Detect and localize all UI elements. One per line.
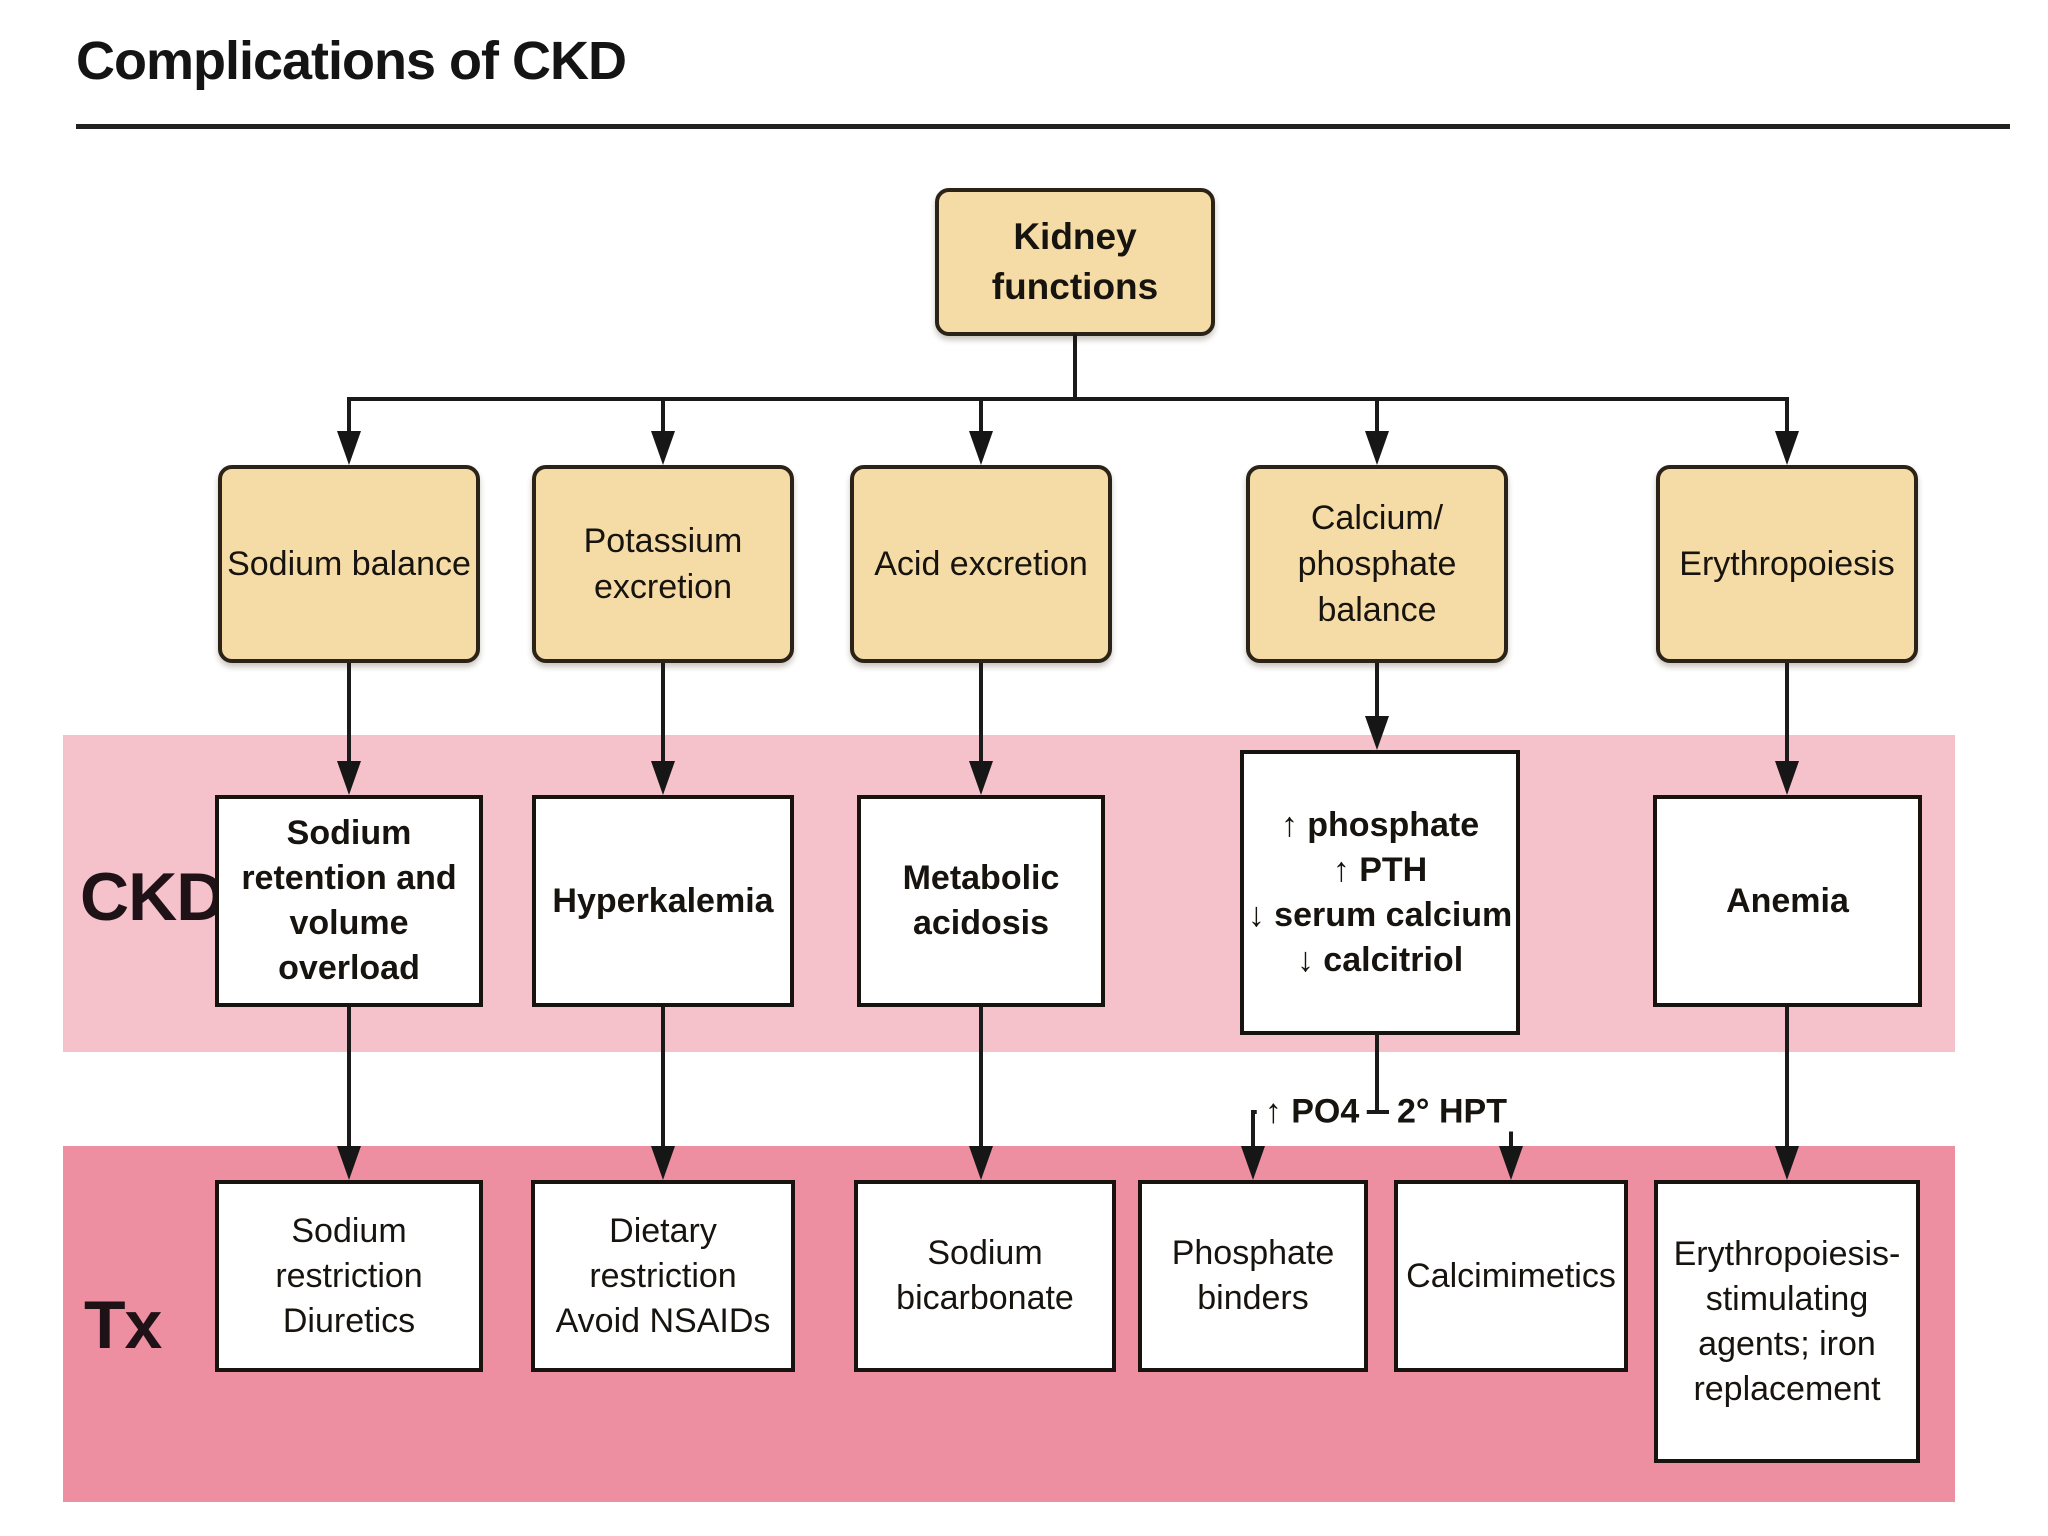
connector-fn-ckd-1	[347, 663, 351, 765]
arrowhead-down-icon	[337, 761, 361, 795]
text-line: Calcimimetics	[1406, 1256, 1616, 1295]
function-box-sodium-balance: Sodium balance	[218, 465, 480, 663]
text-line: Sodium balance	[227, 545, 471, 583]
text-line: Metabolic	[902, 859, 1060, 897]
ckd-box-hyperkalemia: Hyperkalemia	[532, 795, 794, 1007]
text-line: ↓ calcitriol	[1296, 940, 1464, 979]
page-title: Complications of CKD	[76, 31, 627, 91]
text-line: retention and	[241, 859, 457, 897]
connector-drop-1	[347, 399, 351, 435]
text-line: binders	[1197, 1279, 1309, 1317]
tx-box-phosphate-binders: Phosphate binders	[1138, 1180, 1368, 1372]
connector-split-bar	[1251, 1110, 1513, 1114]
arrowhead-down-icon	[651, 431, 675, 465]
tx-box-calcimimetics: Calcimimetics	[1394, 1180, 1628, 1372]
arrowhead-down-icon	[337, 1146, 361, 1180]
arrowhead-down-icon	[969, 1146, 993, 1180]
ckd-row-label: CKD	[80, 859, 225, 935]
arrowhead-down-icon	[651, 1146, 675, 1180]
function-box-acid-excretion: Acid excretion	[850, 465, 1112, 663]
arrowhead-down-icon	[1775, 761, 1799, 795]
arrowhead-down-icon	[1365, 716, 1389, 750]
ckd-box-anemia: Anemia	[1653, 795, 1922, 1007]
text-line: Erythropoiesis-	[1673, 1234, 1901, 1273]
text-line: restriction	[589, 1256, 737, 1295]
connector-drop-5	[1785, 399, 1789, 435]
text-line: Anemia	[1726, 881, 1849, 920]
connector-drop-4	[1375, 399, 1379, 435]
connector-split-left	[1251, 1110, 1255, 1148]
text-line: balance	[1317, 591, 1437, 629]
text-line: functions	[991, 266, 1159, 307]
text-line: acidosis	[912, 904, 1050, 942]
tx-row-label: Tx	[84, 1287, 162, 1363]
connector-drop-3	[979, 399, 983, 435]
arrowhead-down-icon	[969, 761, 993, 795]
text-line: excretion	[594, 568, 732, 606]
text-line: ↑ PTH	[1332, 850, 1428, 889]
connector-fn-ckd-5	[1785, 663, 1789, 765]
tx-box-sodium-restriction: Sodium restriction Diuretics	[215, 1180, 483, 1372]
arrowhead-down-icon	[337, 431, 361, 465]
ckd-box-metabolic-acidosis: Metabolic acidosis	[857, 795, 1105, 1007]
tx-box-dietary-restriction: Dietary restriction Avoid NSAIDs	[531, 1180, 795, 1372]
text-line: Sodium	[291, 1211, 407, 1250]
hpt-branch-label: 2° HPT	[1389, 1092, 1515, 1132]
text-line: Sodium	[286, 814, 412, 852]
text-line: Potassium	[583, 522, 743, 560]
text-line: replacement	[1693, 1369, 1881, 1408]
tx-box-esa-iron: Erythropoiesis- stimulating agents; iron…	[1654, 1180, 1920, 1463]
text-line: Calcium/	[1310, 499, 1444, 537]
ckd-box-sodium-retention: Sodium retention and volume overload	[215, 795, 483, 1007]
connector-ckd-tx-1	[347, 1007, 351, 1150]
text-line: ↑ phosphate	[1280, 805, 1480, 844]
text-line: Phosphate	[1171, 1234, 1335, 1272]
po4-branch-label: ↑ PO4	[1256, 1092, 1368, 1132]
text-line: Erythropoiesis	[1679, 545, 1895, 583]
connector-ckd-tx-3	[979, 1007, 983, 1150]
text-line: volume overload	[278, 904, 420, 987]
text-line: restriction	[275, 1256, 423, 1295]
text-line: ↓ serum calcium	[1247, 895, 1513, 934]
text-line: agents; iron	[1698, 1324, 1876, 1363]
kidney-functions-box: Kidney functions	[935, 188, 1215, 336]
tx-box-sodium-bicarbonate: Sodium bicarbonate	[854, 1180, 1116, 1372]
title-underline	[76, 124, 2010, 129]
arrowhead-down-icon	[1365, 431, 1389, 465]
text-line: Diuretics	[282, 1301, 416, 1340]
connector-root-stem	[1073, 334, 1077, 400]
text-line: bicarbonate	[896, 1279, 1074, 1317]
arrowhead-down-icon	[651, 761, 675, 795]
text-line: Kidney	[1013, 216, 1137, 257]
function-box-calcium-phosphate: Calcium/ phosphate balance	[1246, 465, 1508, 663]
ckd-box-mineral-bone: ↑ phosphate ↑ PTH ↓ serum calcium ↓ calc…	[1240, 750, 1520, 1035]
arrowhead-down-icon	[1775, 431, 1799, 465]
connector-branch-bar	[347, 397, 1789, 401]
function-box-potassium-excretion: Potassium excretion	[532, 465, 794, 663]
function-box-erythropoiesis: Erythropoiesis	[1656, 465, 1918, 663]
connector-fn-ckd-4	[1375, 663, 1379, 722]
connector-ckd-tx-6	[1785, 1007, 1789, 1150]
text-line: stimulating	[1705, 1279, 1869, 1318]
arrowhead-down-icon	[1775, 1146, 1799, 1180]
connector-fn-ckd-2	[661, 663, 665, 765]
text-line: Avoid NSAIDs	[555, 1301, 771, 1340]
connector-split-stem	[1375, 1035, 1379, 1114]
connector-ckd-tx-2	[661, 1007, 665, 1150]
text-line: phosphate	[1297, 545, 1457, 583]
arrowhead-down-icon	[1499, 1146, 1523, 1180]
arrowhead-down-icon	[969, 431, 993, 465]
text-line: Sodium	[927, 1234, 1043, 1272]
connector-fn-ckd-3	[979, 663, 983, 765]
text-line: Dietary	[609, 1211, 717, 1250]
arrowhead-down-icon	[1241, 1146, 1265, 1180]
text-line: Hyperkalemia	[552, 881, 774, 920]
text-line: Acid excretion	[874, 545, 1088, 583]
connector-drop-2	[661, 399, 665, 435]
